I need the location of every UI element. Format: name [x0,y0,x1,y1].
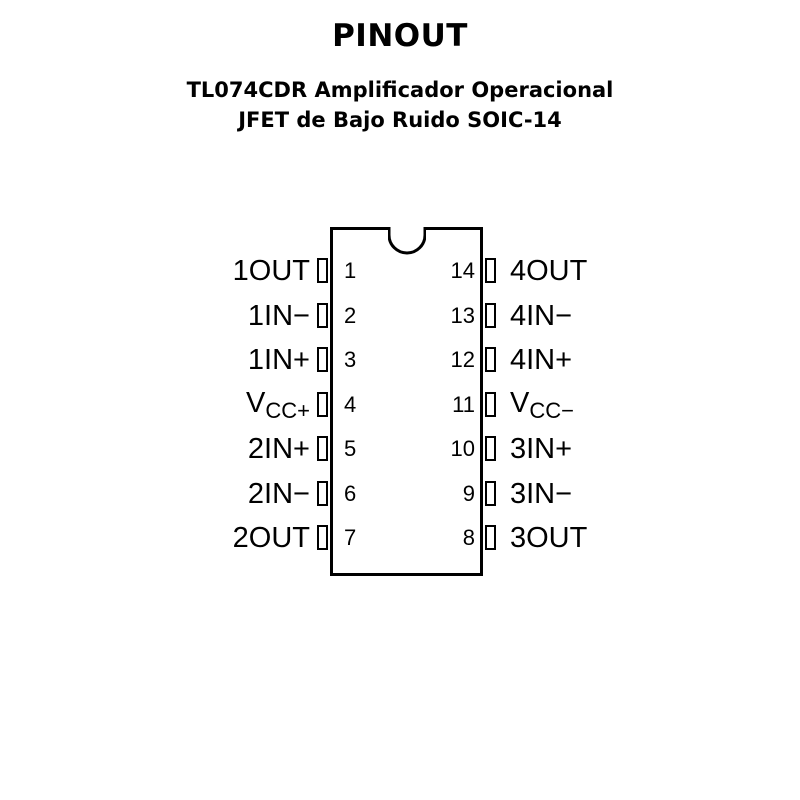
pin-5-number: 5 [344,436,357,461]
pin-1-number: 1 [344,258,357,283]
pin-8-label: 3OUT [510,522,588,554]
pin-13-number: 13 [450,303,475,328]
chip-body [330,227,483,576]
pin-11-label: VCC− [510,386,574,423]
pin-4-label: VCC+ [246,386,310,423]
pin1-notch [388,227,426,255]
pin-7-number: 7 [344,525,357,550]
pin-14-label: 4OUT [510,255,588,287]
pin-12-label: 4IN+ [510,344,573,376]
pin-10-label: 3IN+ [510,433,573,465]
pin-4-lead [317,392,328,417]
pin-4-label-main: V [246,387,266,419]
pin-11-label-main: V [510,387,530,419]
pin-11-label-sub: CC− [529,398,574,423]
pin-5-label: 2IN+ [247,433,310,465]
pin-3-number: 3 [344,347,357,372]
pin-3-lead [317,347,328,372]
pin-6-label: 2IN− [247,478,310,510]
pin-13-label: 4IN− [510,300,573,332]
pin-4-number: 4 [344,392,357,417]
pin-9-lead [485,481,496,506]
pin-6-lead [317,481,328,506]
pin-6-number: 6 [344,481,357,506]
pin-14-lead [485,258,496,283]
pin-10-lead [485,436,496,461]
pin-1-lead [317,258,328,283]
pin-8-number: 8 [462,525,475,550]
pin-10-number: 10 [450,436,475,461]
pin-9-label: 3IN− [510,478,573,510]
pin-4-label-sub: CC+ [265,398,310,423]
pin-8-lead [485,525,496,550]
pin-1-label: 1OUT [232,255,310,287]
chip-name-line-1: TL074CDR Amplificador Operacional [186,78,614,102]
pin-11-number: 11 [452,392,475,417]
pin-12-lead [485,347,496,372]
chip-name-line-2: JFET de Bajo Ruido SOIC-14 [238,108,562,132]
pin-7-label: 2OUT [232,522,310,554]
pin-5-lead [317,436,328,461]
pin-11-lead [485,392,496,417]
pin-12-number: 12 [450,347,475,372]
pin-14-number: 14 [450,258,475,283]
page-title: PINOUT [332,18,468,54]
pin-2-label: 1IN− [247,300,310,332]
pin-9-number: 9 [462,481,475,506]
pin-2-lead [317,303,328,328]
pin-2-number: 2 [344,303,357,328]
pin-7-lead [317,525,328,550]
pin-3-label: 1IN+ [247,344,310,376]
pin-13-lead [485,303,496,328]
